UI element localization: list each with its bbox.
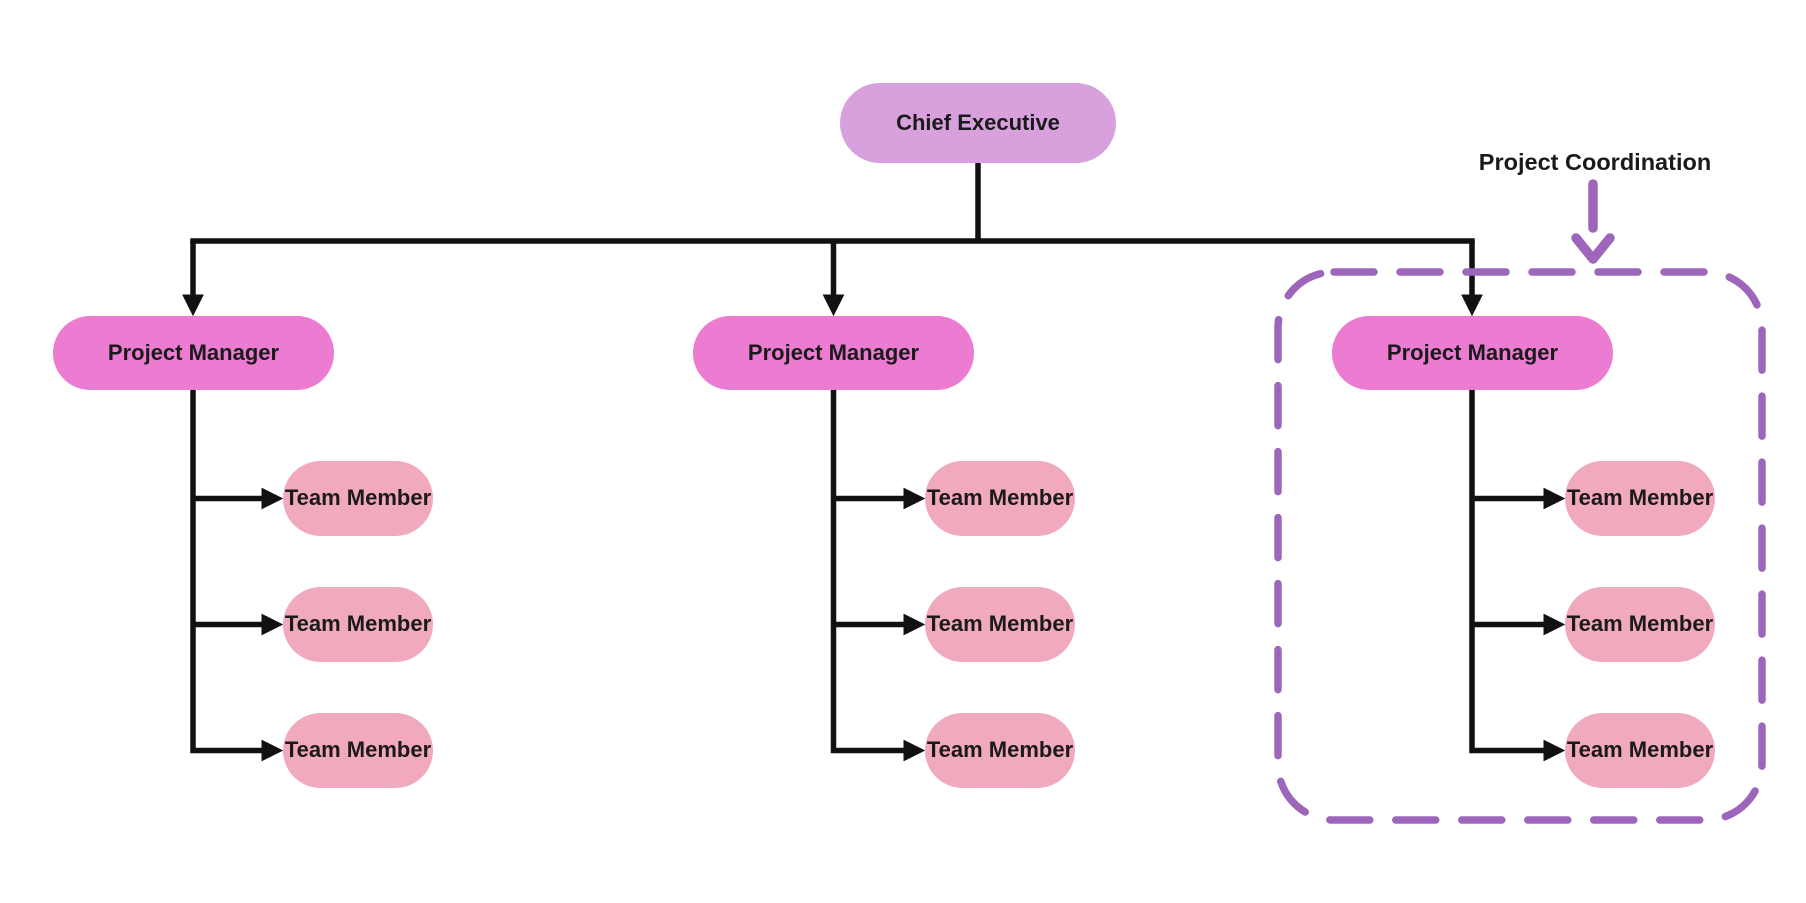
connector-trunk-manager-1 [190,390,284,762]
node-project-manager-3: Project Manager [1332,316,1613,390]
coordination-arrow [1571,179,1615,264]
node-m3-team-member-2-label: Team Member [1566,611,1714,637]
node-project-manager-1: Project Manager [53,316,334,390]
coordination-zone-outline [1274,268,1766,824]
connector-trunk-manager-3 [1469,390,1566,762]
node-m2-team-member-3-label: Team Member [926,737,1074,763]
node-m2-team-member-3: Team Member [925,713,1075,788]
node-m3-team-member-3-label: Team Member [1566,737,1714,763]
connector-trunk-manager-2 [830,390,926,762]
node-m2-team-member-1: Team Member [925,461,1075,536]
node-m3-team-member-1: Team Member [1565,461,1715,536]
node-m1-team-member-2: Team Member [283,587,433,662]
node-m2-team-member-1-label: Team Member [926,485,1074,511]
node-m3-team-member-3: Team Member [1565,713,1715,788]
node-m1-team-member-3-label: Team Member [284,737,432,763]
node-project-manager-3-label: Project Manager [1386,339,1559,365]
node-m2-team-member-2: Team Member [925,587,1075,662]
node-m1-team-member-3: Team Member [283,713,433,788]
node-m2-team-member-2-label: Team Member [926,611,1074,637]
node-m1-team-member-2-label: Team Member [284,611,432,637]
coordination-annotation-label: Project Coordination [1478,149,1712,175]
coordination-arrow-head [1571,233,1615,264]
node-project-manager-1-label: Project Manager [107,339,280,365]
node-chief-executive-label: Chief Executive [896,109,1060,135]
node-chief-executive: Chief Executive [840,83,1116,163]
node-m3-team-member-2: Team Member [1565,587,1715,662]
node-m1-team-member-1-label: Team Member [284,485,432,511]
node-m1-team-member-1: Team Member [283,461,433,536]
node-project-manager-2-label: Project Manager [747,339,920,365]
node-project-manager-2: Project Manager [693,316,974,390]
node-m3-team-member-1-label: Team Member [1566,485,1714,511]
